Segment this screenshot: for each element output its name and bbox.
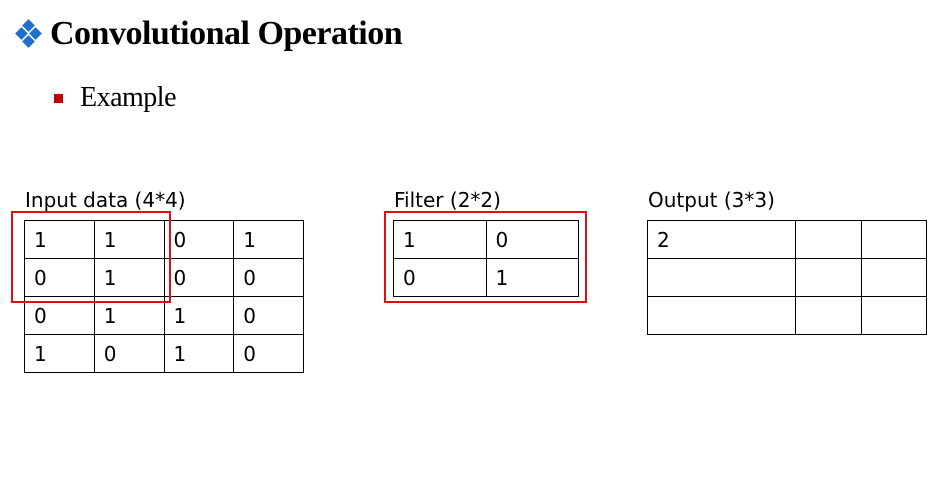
- matrix-cell: 1: [393, 220, 487, 259]
- input-window-highlight: [11, 211, 171, 303]
- output-matrix: 2: [646, 220, 928, 335]
- bullet-text: Example: [80, 82, 177, 113]
- matrix-cell: [860, 258, 928, 297]
- slide-title: Convolutional Operation: [50, 15, 403, 52]
- input-caption: Input data (4*4): [25, 188, 186, 212]
- filter-caption: Filter (2*2): [394, 188, 501, 212]
- matrix-cell: 0: [163, 220, 235, 259]
- matrix-row: [646, 296, 928, 335]
- filter-highlight: [384, 211, 587, 303]
- matrix-row: 1 1 0 1: [24, 220, 304, 259]
- matrix-cell: [646, 296, 797, 335]
- bullet-item: Example: [54, 82, 177, 114]
- four-diamond-icon: [14, 19, 44, 49]
- matrix-cell: 1: [163, 296, 235, 335]
- matrix-row: 1 0 1 0: [24, 334, 304, 373]
- matrix-cell: 1: [93, 220, 165, 259]
- matrix-row: 2: [646, 220, 928, 259]
- matrix-cell: [860, 296, 928, 335]
- matrix-cell: [795, 258, 862, 297]
- matrix-cell: 1: [163, 334, 235, 373]
- matrix-cell: 1: [24, 334, 95, 373]
- matrix-cell: 0: [233, 258, 304, 297]
- matrix-cell: [860, 220, 928, 259]
- matrix-cell: [795, 296, 862, 335]
- matrix-cell: 0: [233, 296, 304, 335]
- square-bullet-icon: [54, 93, 63, 103]
- matrix-cell: [646, 258, 797, 297]
- matrix-cell: [795, 220, 862, 259]
- matrix-row: 0 1: [393, 258, 579, 297]
- matrix-cell: 2: [646, 220, 797, 259]
- matrix-row: 0 1 0 0: [24, 258, 304, 297]
- slide-title-row: Convolutional Operation: [14, 12, 403, 56]
- matrix-cell: 0: [93, 334, 165, 373]
- filter-matrix: 1 0 0 1: [393, 220, 579, 297]
- matrix-row: 1 0: [393, 220, 579, 259]
- output-caption: Output (3*3): [648, 188, 775, 212]
- matrix-cell: 0: [393, 258, 487, 297]
- matrix-cell: 0: [163, 258, 235, 297]
- matrix-cell: 1: [24, 220, 95, 259]
- matrix-cell: 1: [233, 220, 304, 259]
- matrix-row: [646, 258, 928, 297]
- matrix-cell: 1: [485, 258, 579, 297]
- matrix-cell: 0: [233, 334, 304, 373]
